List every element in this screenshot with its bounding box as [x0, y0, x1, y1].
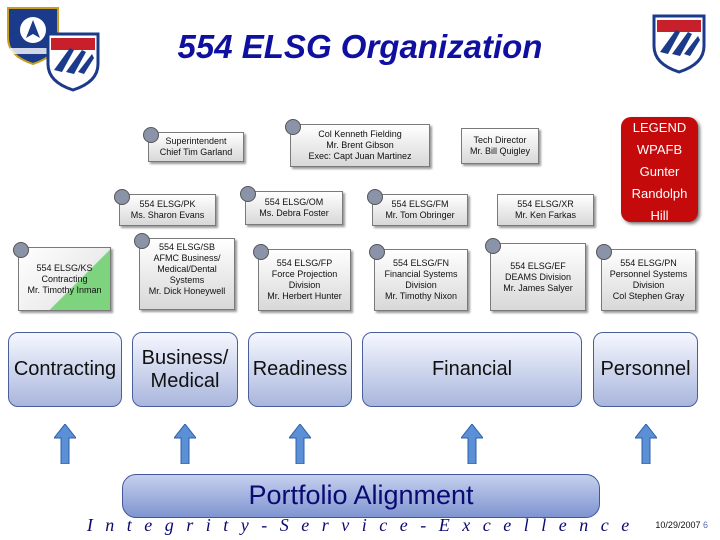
box-line: Financial Systems	[384, 269, 458, 279]
group-emblem-icon-right	[652, 14, 706, 74]
box-line: Division	[288, 280, 321, 290]
group-emblem-icon-left	[46, 32, 100, 92]
division-box-ks: 554 ELSG/KS Contracting Mr. Timothy Inma…	[13, 242, 111, 311]
box-line: Mr. Ken Farkas	[514, 210, 577, 220]
box-line: Division	[405, 280, 437, 290]
box-line: Exec: Capt Juan Martinez	[308, 151, 412, 161]
location-marker-icon	[485, 238, 501, 254]
box-line: Mr. James Salyer	[503, 282, 573, 293]
box-line: Mr. Dick Honeywell	[148, 286, 226, 296]
up-arrow-icon	[635, 424, 657, 464]
staff-box-xr: 554 ELSG/XR Mr. Ken Farkas	[497, 194, 594, 226]
box-line: Mr. Herbert Hunter	[267, 291, 342, 301]
portfolio-label: Personnel	[600, 358, 691, 380]
date-text: 10/29/2007	[655, 520, 701, 530]
legend-item-hill: Hill	[650, 208, 669, 223]
box-line: Col Kenneth Fielding	[318, 129, 402, 139]
division-box-sb: 554 ELSG/SB AFMC Business/ Medical/Denta…	[134, 233, 235, 310]
tech-director-box: Tech Director Mr. Bill Quigley	[461, 128, 539, 164]
box-line: 554 ELSG/EF	[510, 260, 566, 271]
division-box-ef: 554 ELSG/EF DEAMS Division Mr. James Sal…	[485, 238, 586, 311]
legend: LEGEND WPAFB Gunter Randolph Hill	[621, 117, 698, 223]
location-marker-icon	[596, 244, 612, 260]
portfolio-label: Readiness	[252, 358, 348, 380]
box-line: 554 ELSG/FN	[392, 258, 450, 268]
box-line: Ms. Sharon Evans	[130, 210, 205, 220]
division-box-pn: 554 ELSG/PN Personnel Systems Division C…	[596, 244, 696, 311]
location-marker-icon	[285, 119, 301, 135]
box-line: Division	[632, 280, 665, 290]
page-number: 6	[702, 520, 708, 530]
box-line: Col Stephen Gray	[612, 291, 685, 301]
portfolio-label: Financial	[431, 358, 513, 380]
box-line: 554 ELSG/XR	[517, 199, 574, 209]
portfolio-box-contracting: Contracting	[8, 332, 122, 407]
box-line: 554 ELSG/PN	[620, 258, 677, 268]
footer-date: 10/29/2007 6	[655, 520, 708, 530]
portfolio-label: Business/ Medical	[141, 346, 229, 392]
portfolio-box-readiness: Readiness	[248, 332, 352, 407]
box-line: Mr. Bill Quigley	[469, 146, 531, 156]
up-arrow-icon	[54, 424, 76, 464]
location-marker-icon	[114, 189, 130, 205]
location-marker-icon	[13, 242, 29, 258]
portfolio-label: Contracting	[13, 358, 117, 380]
motto: I n t e g r i t y - S e r v i c e - E x …	[86, 515, 634, 535]
box-line: 554 ELSG/OM	[264, 197, 324, 207]
staff-box-pk: 554 ELSG/PK Ms. Sharon Evans	[114, 189, 216, 226]
location-marker-icon	[367, 189, 383, 205]
box-line: Mr. Timothy Inman	[27, 284, 102, 295]
location-marker-icon	[253, 244, 269, 260]
up-arrow-icon	[289, 424, 311, 464]
legend-item-gunter: Gunter	[639, 164, 680, 179]
box-line: Systems	[169, 275, 205, 285]
box-line: Medical/Dental	[157, 264, 217, 274]
up-arrow-icon	[461, 424, 483, 464]
legend-item-wpafb: WPAFB	[636, 142, 683, 157]
page-title: 554 ELSG Organization	[177, 28, 543, 65]
box-line: 554 ELSG/KS	[36, 262, 93, 273]
division-box-fn: 554 ELSG/FN Financial Systems Division M…	[369, 244, 468, 311]
box-line: 554 ELSG/SB	[158, 242, 216, 252]
box-line: AFMC Business/	[153, 253, 221, 263]
location-marker-icon	[134, 233, 150, 249]
location-marker-icon	[143, 127, 159, 143]
box-line: Mr. Brent Gibson	[326, 140, 394, 150]
staff-box-om: 554 ELSG/OM Ms. Debra Foster	[240, 186, 343, 225]
legend-heading: LEGEND	[632, 120, 687, 135]
box-line: Tech Director	[473, 135, 527, 145]
box-line: Ms. Debra Foster	[259, 208, 329, 218]
legend-item-randolph: Randolph	[631, 186, 688, 201]
box-line: Superintendent	[165, 136, 227, 146]
location-marker-icon	[369, 244, 385, 260]
wing-emblem-icon	[7, 7, 59, 66]
box-line: DEAMS Division	[504, 271, 571, 282]
box-line: Chief Tim Garland	[159, 147, 233, 157]
superintendent-box: Superintendent Chief Tim Garland	[143, 127, 244, 162]
portfolio-box-personnel: Personnel	[593, 332, 698, 407]
box-line: 554 ELSG/PK	[139, 199, 196, 209]
box-line: Contracting	[41, 273, 88, 284]
box-line: 554 ELSG/FM	[391, 199, 449, 209]
commander-box: Col Kenneth Fielding Mr. Brent Gibson Ex…	[285, 119, 430, 167]
location-marker-icon	[240, 186, 256, 202]
portfolio-box-financial: Financial	[362, 332, 582, 407]
portfolio-box-business-medical: Business/ Medical	[132, 332, 238, 407]
division-box-fp: 554 ELSG/FP Force Projection Division Mr…	[253, 244, 351, 311]
box-line: Force Projection	[271, 269, 338, 279]
box-line: Mr. Timothy Nixon	[384, 291, 458, 301]
up-arrow-icon	[174, 424, 196, 464]
box-line: 554 ELSG/FP	[276, 258, 333, 268]
staff-box-fm: 554 ELSG/FM Mr. Tom Obringer	[367, 189, 468, 226]
box-line: Personnel Systems	[609, 269, 688, 279]
box-line: Mr. Tom Obringer	[385, 210, 455, 220]
portfolio-alignment-banner: Portfolio Alignment	[122, 474, 600, 518]
